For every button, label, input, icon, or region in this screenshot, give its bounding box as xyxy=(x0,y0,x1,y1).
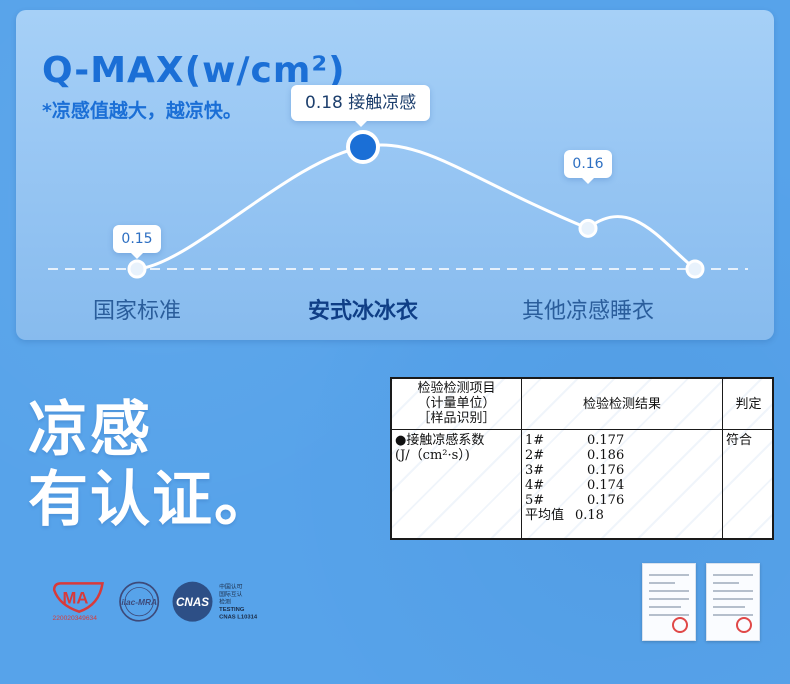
header-result: 检验检测结果 xyxy=(582,397,661,412)
data-label-2: 0.18 接触凉感 xyxy=(291,85,431,127)
header-item-sample: ［样品识别］ xyxy=(417,411,496,426)
judgement-value: 符合 xyxy=(726,433,753,448)
result-row: 4#0.174 xyxy=(525,478,625,493)
cnas-text-5: CNAS L10314 xyxy=(219,614,258,620)
cma-text: MA xyxy=(63,588,89,607)
cnas-text-2: 国际互认 xyxy=(219,590,242,598)
headline-line-1: 凉感 xyxy=(28,395,152,465)
chart-title: Q-MAX(w/cm²) xyxy=(42,50,346,91)
result-row: 2#0.186 xyxy=(525,448,625,463)
header-item-unit: （计量单位） xyxy=(417,396,496,411)
report-watermark xyxy=(392,379,772,538)
item-name: ●接触凉感系数 xyxy=(395,433,485,448)
chart-subtitle: *凉感值越大，越凉快。 xyxy=(42,100,242,122)
series-line xyxy=(136,143,696,271)
data-label-3: 0.16 xyxy=(564,150,612,184)
result-row: 1#0.177 xyxy=(525,433,625,448)
data-point-1 xyxy=(127,259,147,279)
ilac-text: ilac-MRA xyxy=(121,597,157,607)
ilac-logo: ilac-MRA xyxy=(119,581,160,622)
result-row: 5#0.176 xyxy=(525,493,625,508)
report-document-thumbnail-1 xyxy=(642,563,696,641)
test-report-table: 检验检测项目 （计量单位） ［样品识别］ 检验检测结果 判定 ●接触凉感系数 (… xyxy=(390,377,774,540)
report-document-thumbnail-2 xyxy=(706,563,760,641)
cnas-text: CNAS xyxy=(176,596,209,609)
cnas-text-1: 中国认可 xyxy=(219,582,242,590)
data-point-2 xyxy=(346,129,380,164)
header-item-name: 检验检测项目 xyxy=(417,381,496,396)
cnas-text-4: TESTING xyxy=(219,607,245,613)
line-end-point xyxy=(685,259,705,279)
cma-number: 220020349634 xyxy=(53,615,98,622)
certification-logos: MA 220020349634 ilac-MRA CNAS 中国认可 国际互认 … xyxy=(53,581,258,622)
data-point-3 xyxy=(578,218,598,238)
item-unit: (J/（cm²·s）) xyxy=(395,448,470,463)
cnas-logo: CNAS 中国认可 国际互认 检测 TESTING CNAS L10314 xyxy=(172,581,258,622)
cma-logo: MA 220020349634 xyxy=(53,582,104,622)
headline-line-2: 有认证。 xyxy=(28,465,276,535)
cnas-text-3: 检测 xyxy=(219,597,231,605)
data-label-1: 0.15 xyxy=(113,225,161,259)
category-label-3: 其他凉感睡衣 xyxy=(521,299,655,324)
result-row: 3#0.176 xyxy=(525,463,625,478)
qmax-chart-card xyxy=(16,10,774,340)
header-judgement: 判定 xyxy=(735,397,762,412)
category-label-2: 安式冰冰衣 xyxy=(307,299,419,324)
category-label-1: 国家标准 xyxy=(92,299,182,324)
